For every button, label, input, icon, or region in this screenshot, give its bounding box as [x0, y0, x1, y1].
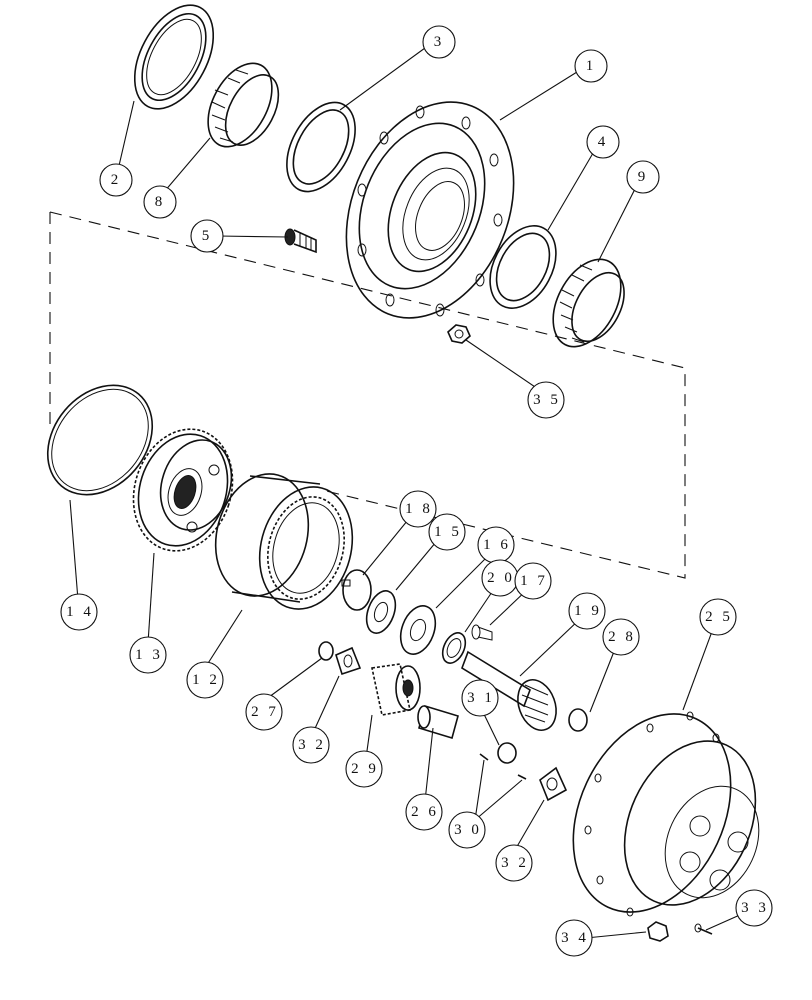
assembly-guide-dashed-line	[49, 211, 686, 579]
callout-27: 2 7	[245, 693, 283, 731]
callout-19: 1 9	[568, 592, 606, 630]
svg-text:1 8: 1 8	[405, 501, 433, 517]
svg-text:4: 4	[598, 134, 609, 150]
part-4-race	[489, 225, 557, 309]
svg-text:3 0: 3 0	[454, 822, 482, 838]
part-33-screw	[694, 923, 713, 935]
part-17-bolt	[471, 624, 493, 641]
callout-35: 3 5	[527, 381, 565, 419]
svg-text:2 7: 2 7	[251, 704, 279, 720]
part-15-thrust-washer	[365, 590, 397, 634]
callout-9: 9	[626, 160, 660, 194]
svg-text:3: 3	[434, 34, 445, 50]
svg-text:3 2: 3 2	[298, 737, 326, 753]
svg-text:3 5: 3 5	[533, 392, 561, 408]
part-2-seal	[133, 4, 215, 110]
callout-26: 2 6	[405, 793, 443, 831]
svg-text:1 3: 1 3	[135, 647, 163, 663]
callout-17: 1 7	[514, 562, 552, 600]
svg-text:1 7: 1 7	[520, 573, 548, 589]
part-1-hub	[345, 101, 515, 319]
callout-28: 2 8	[602, 618, 640, 656]
part-28-plug	[568, 708, 588, 732]
part-29-planet-gear	[371, 663, 421, 716]
part-12-ring-gear	[214, 473, 354, 610]
part-5-stud	[284, 228, 317, 254]
svg-text:3 1: 3 1	[467, 690, 495, 706]
svg-text:3 3: 3 3	[741, 900, 769, 916]
part-14-snap-ring	[46, 384, 154, 496]
callout-5: 5	[190, 219, 224, 253]
callout-12: 1 2	[186, 661, 224, 699]
svg-text:3 4: 3 4	[561, 930, 589, 946]
callout-16: 1 6	[477, 526, 515, 564]
svg-text:2 5: 2 5	[705, 609, 733, 625]
part-32-thrust-washer-lower	[539, 766, 568, 802]
callout-32-upper: 3 2	[292, 726, 330, 764]
callout-33: 3 3	[735, 889, 773, 927]
callout-3: 3	[422, 25, 456, 59]
svg-text:2: 2	[111, 172, 122, 188]
part-8-bearing	[207, 62, 280, 148]
svg-text:1 6: 1 6	[483, 537, 511, 553]
callout-15: 1 5	[428, 513, 466, 551]
svg-text:2 0: 2 0	[487, 570, 515, 586]
part-35-nut	[447, 324, 471, 344]
svg-text:1 4: 1 4	[66, 604, 94, 620]
part-26-pin	[417, 704, 459, 740]
svg-text:9: 9	[638, 169, 649, 185]
svg-text:1 9: 1 9	[574, 603, 602, 619]
callout-20: 2 0	[481, 559, 519, 597]
part-13-carrier-gear	[132, 428, 234, 552]
svg-text:1: 1	[586, 58, 597, 74]
part-20-washer	[441, 632, 467, 664]
callout-8: 8	[143, 185, 177, 219]
part-25-housing	[572, 711, 760, 917]
svg-text:8: 8	[155, 194, 166, 210]
part-3-race	[286, 101, 356, 193]
part-9-bearing	[552, 258, 625, 348]
part-30-pins	[479, 753, 527, 780]
callout-4: 4	[586, 125, 620, 159]
callout-25: 2 5	[699, 598, 737, 636]
part-31-ring	[497, 742, 517, 764]
part-19-shaft	[461, 650, 557, 731]
callout-2: 2	[99, 163, 133, 197]
svg-text:1 2: 1 2	[192, 672, 220, 688]
part-16-plate	[399, 605, 437, 655]
svg-text:2 9: 2 9	[351, 761, 379, 777]
callout-13: 1 3	[129, 636, 167, 674]
callout-18: 1 8	[399, 490, 437, 528]
callout-32-lower: 3 2	[495, 844, 533, 882]
svg-text:5: 5	[202, 228, 213, 244]
part-27-ring	[318, 641, 334, 661]
part-34-nut	[647, 921, 669, 942]
svg-text:1 5: 1 5	[434, 524, 462, 540]
svg-text:3 2: 3 2	[501, 855, 529, 871]
part-32-thrust-washer-upper	[335, 646, 362, 676]
part-18-thrust-washer	[341, 569, 372, 611]
callout-34: 3 4	[555, 919, 593, 957]
callout-14: 1 4	[60, 593, 98, 631]
callout-30: 3 0	[448, 811, 486, 849]
callout-29: 2 9	[345, 750, 383, 788]
callout-31: 3 1	[461, 679, 499, 717]
svg-text:2 8: 2 8	[608, 629, 636, 645]
callout-1: 1	[574, 49, 608, 83]
svg-text:2 6: 2 6	[411, 804, 439, 820]
